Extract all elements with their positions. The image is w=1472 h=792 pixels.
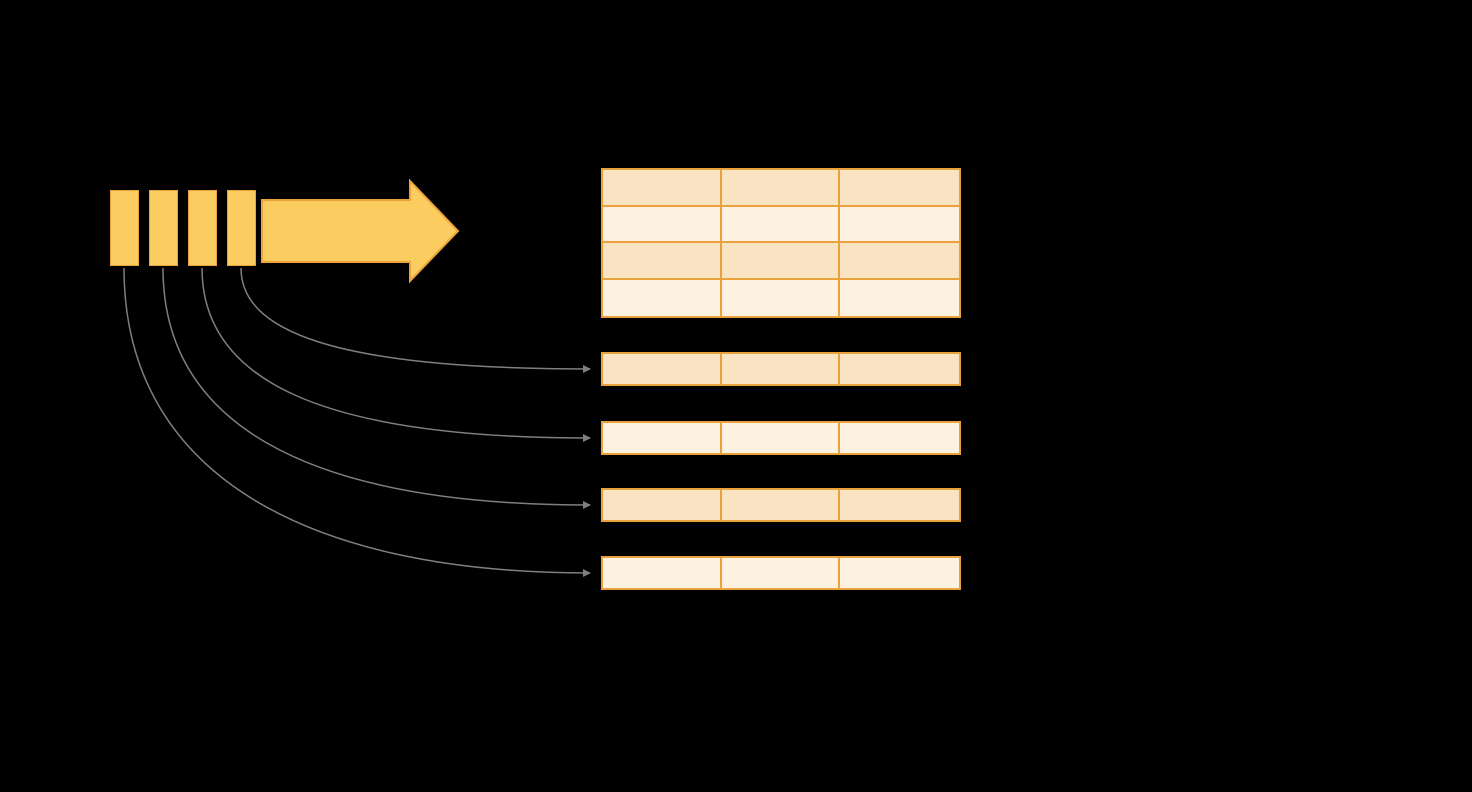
row-table-3 xyxy=(601,488,961,522)
table-cell xyxy=(603,354,722,384)
main-table-row-2 xyxy=(603,206,959,243)
table-cell xyxy=(721,423,841,453)
table-cell xyxy=(840,243,959,278)
main-table-row-4 xyxy=(603,279,959,316)
row-table-2 xyxy=(601,421,961,455)
row-table-1 xyxy=(601,352,961,386)
table-cell xyxy=(603,490,722,520)
table-cell xyxy=(603,423,722,453)
table-cell xyxy=(721,279,841,316)
table-cell xyxy=(721,558,841,588)
table-cell xyxy=(603,170,722,205)
row-table-4 xyxy=(601,556,961,590)
flow-arrow-icon xyxy=(261,178,460,284)
stack-bar-2 xyxy=(149,190,178,266)
table-cell xyxy=(840,279,959,316)
connector-arrow-4 xyxy=(123,267,591,577)
table-cell xyxy=(603,558,722,588)
table-cell xyxy=(721,206,841,241)
table-cell xyxy=(721,170,841,205)
table-cell xyxy=(840,206,959,241)
stack-bar-1 xyxy=(110,190,139,266)
table-cell xyxy=(840,490,959,520)
table-cell xyxy=(603,243,722,278)
stack-bar-3 xyxy=(188,190,217,266)
table-cell xyxy=(840,354,959,384)
table-cell xyxy=(840,423,959,453)
table-cell xyxy=(721,243,841,278)
table-cell xyxy=(840,170,959,205)
table-cell xyxy=(603,206,722,241)
main-table-row-3 xyxy=(603,243,959,280)
table-cell xyxy=(721,354,841,384)
connector-arrow-1 xyxy=(240,267,591,373)
connector-arrow-2 xyxy=(201,267,591,442)
main-table-row-1 xyxy=(603,170,959,207)
stack-bar-4 xyxy=(227,190,256,266)
connector-arrow-3 xyxy=(162,267,591,509)
main-table xyxy=(601,168,961,318)
table-cell xyxy=(721,490,841,520)
table-cell xyxy=(603,279,722,316)
table-cell xyxy=(840,558,959,588)
